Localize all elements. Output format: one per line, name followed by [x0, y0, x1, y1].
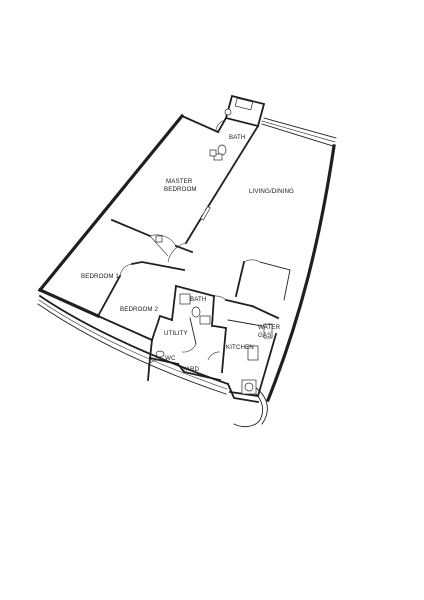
- master-bedroom-label-line1: MASTER: [166, 178, 193, 185]
- bath-top-label: BATH: [229, 134, 245, 141]
- exterior-walls: [37, 94, 337, 403]
- kitchen-label: KITCHEN: [226, 344, 254, 351]
- bedroom1-label: BEDROOM 1: [81, 273, 119, 280]
- water-label-line1: WATER: [258, 324, 281, 331]
- living-dining-label: LIVING/DINING: [249, 188, 294, 195]
- interior-walls: [96, 124, 291, 398]
- fixtures: [155, 97, 273, 395]
- bath-mid-label: BATH: [190, 296, 206, 303]
- master-bedroom-label-line2: BEDROOM: [164, 186, 197, 193]
- water-label-line2: GAS: [258, 332, 271, 339]
- utility-label: UTILITY: [164, 330, 188, 337]
- bedroom2-label: BEDROOM 2: [120, 306, 158, 313]
- door-swings: [119, 119, 261, 367]
- yard-label: YARD: [182, 366, 200, 373]
- wc-label: WC: [165, 355, 176, 362]
- room-labels: BATH MASTER BEDROOM LIVING/DINING BEDROO…: [81, 134, 294, 373]
